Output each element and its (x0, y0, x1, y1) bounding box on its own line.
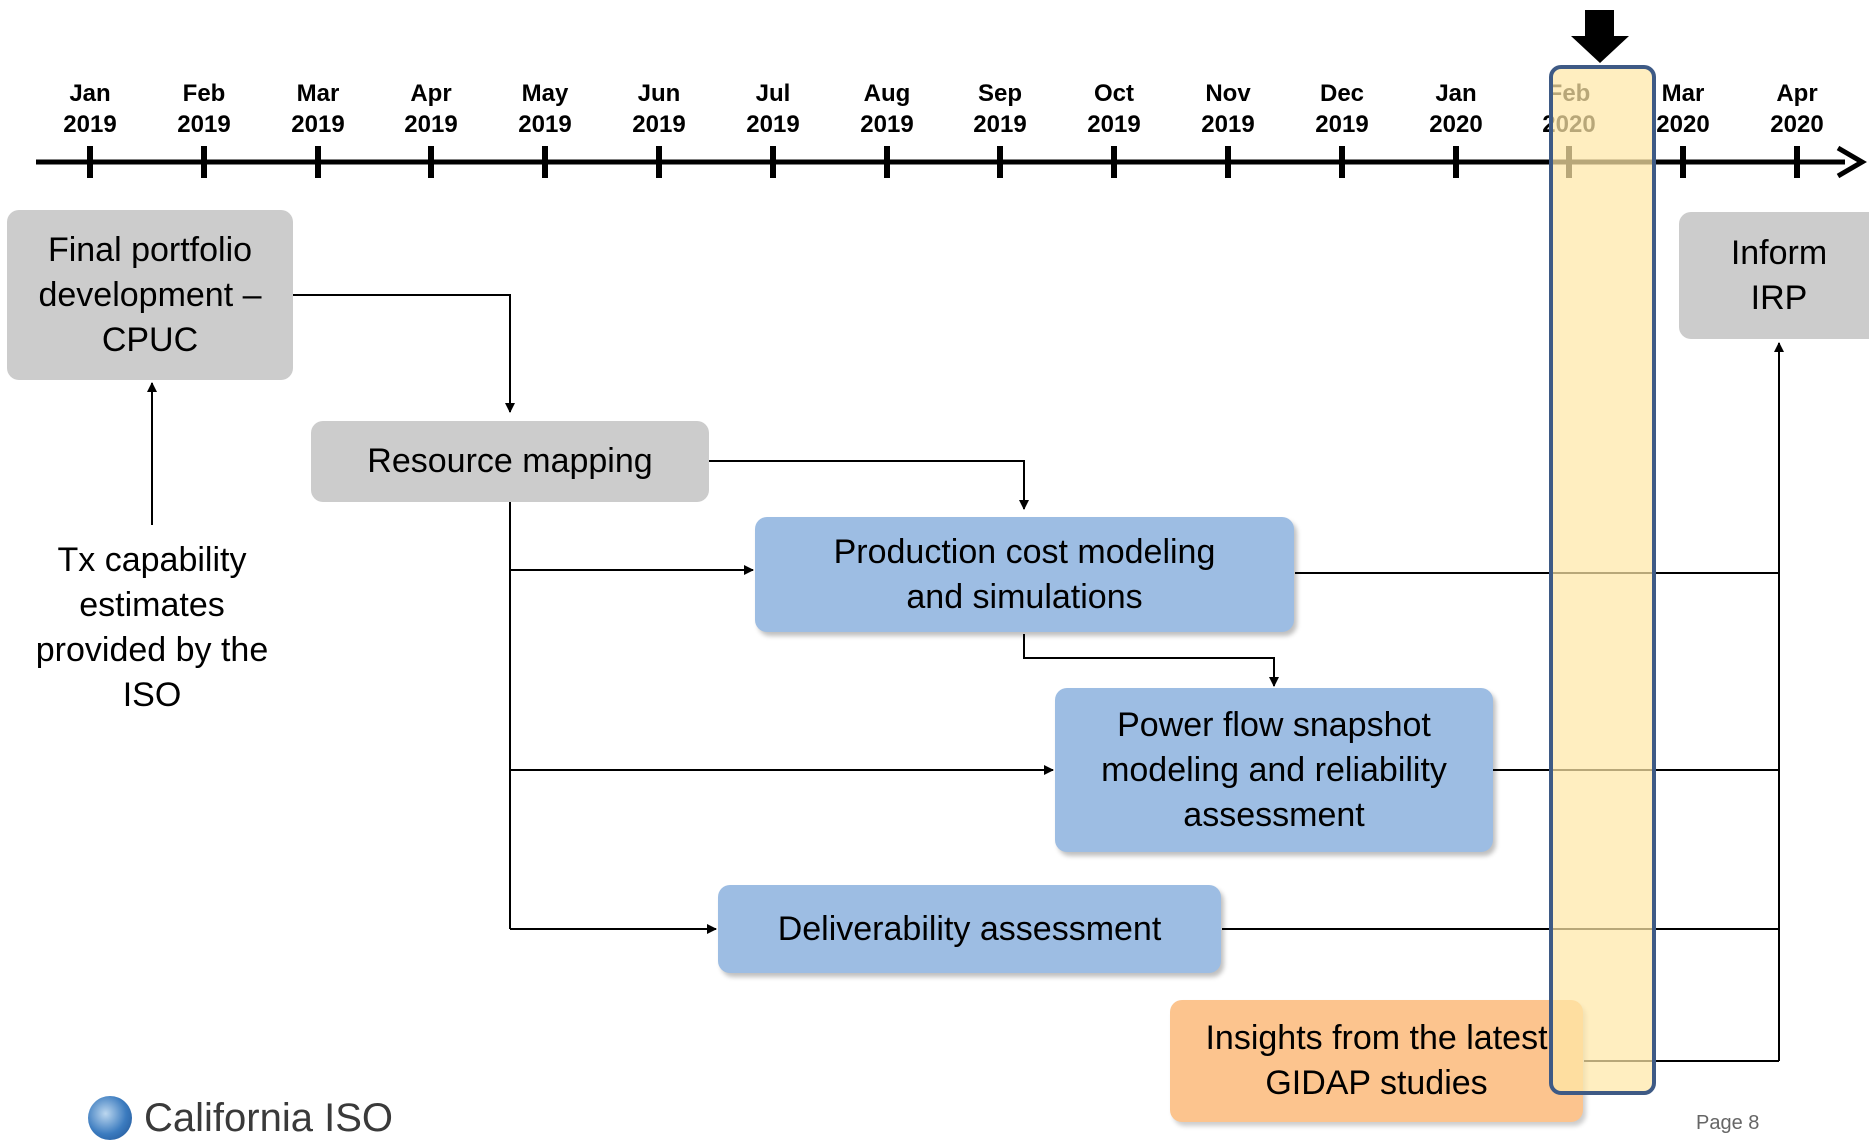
page-number: Page 8 (1696, 1112, 1760, 1134)
month-year: 2020 (1656, 111, 1710, 138)
connector-production-to-powerflow (1023, 634, 1279, 687)
month-name: Jan (1435, 80, 1477, 107)
inform-irp-label: Inform IRP (1730, 233, 1828, 317)
month-year: 2020 (1770, 111, 1824, 138)
month-name: Jan (69, 80, 111, 107)
month-year: 2019 (1087, 111, 1141, 138)
month-name: Jun (637, 80, 681, 107)
current-month-highlight (1549, 65, 1656, 1095)
logo-text: California ISO (144, 1096, 393, 1140)
final-portfolio-box: Final portfolio development – CPUC (7, 210, 293, 380)
production-cost-label: Production cost modeling and simulations (833, 532, 1216, 616)
month-name: Aug (863, 80, 911, 107)
month-label: Apr 2020 (1752, 78, 1842, 140)
connector-mapping-to-production (709, 460, 1029, 510)
power-flow-box: Power flow snapshot modeling and reliabi… (1055, 688, 1493, 852)
final-portfolio-label: Final portfolio development – CPUC (38, 230, 262, 359)
month-name: Apr (410, 80, 452, 107)
month-label: Dec 2019 (1297, 78, 1387, 140)
month-label: Jul 2019 (728, 78, 818, 140)
month-year: 2020 (1429, 111, 1483, 138)
timeline-arrowhead (1836, 145, 1867, 179)
month-year: 2019 (1315, 111, 1369, 138)
month-label: Sep 2019 (955, 78, 1045, 140)
month-label: Jun 2019 (614, 78, 704, 140)
month-label: Aug 2019 (842, 78, 932, 140)
month-year: 2019 (63, 111, 117, 138)
month-name: Dec (1319, 80, 1365, 107)
connector-portfolio-to-mapping (292, 294, 515, 413)
month-name: May (521, 80, 569, 107)
california-iso-logo: California ISO (88, 1096, 393, 1140)
resource-mapping-box: Resource mapping (311, 421, 709, 502)
month-year: 2019 (177, 111, 231, 138)
month-label: Jan 2020 (1411, 78, 1501, 140)
month-name: Jul (755, 80, 791, 107)
month-year: 2019 (1201, 111, 1255, 138)
month-label: Feb 2019 (159, 78, 249, 140)
inform-irp-box: Inform IRP (1679, 212, 1869, 339)
insights-label: Insights from the latest GIDAP studies (1205, 1019, 1548, 1102)
month-year: 2019 (632, 111, 686, 138)
production-cost-box: Production cost modeling and simulations (755, 517, 1294, 632)
deliverability-label: Deliverability assessment (777, 909, 1162, 948)
month-year: 2019 (404, 111, 458, 138)
month-name: Mar (296, 80, 340, 107)
insights-box: Insights from the latest GIDAP studies (1170, 1000, 1583, 1122)
month-name: Apr (1776, 80, 1818, 107)
month-label: Oct 2019 (1069, 78, 1159, 140)
month-label: Nov 2019 (1183, 78, 1273, 140)
month-label: Mar 2019 (273, 78, 363, 140)
month-label: May 2019 (500, 78, 590, 140)
current-month-arrow-icon (1571, 10, 1629, 63)
california-iso-logo-icon (88, 1096, 132, 1140)
month-name: Nov (1205, 80, 1251, 107)
month-name: Mar (1661, 80, 1705, 107)
month-name: Oct (1093, 80, 1134, 107)
deliverability-box: Deliverability assessment (718, 885, 1221, 973)
month-year: 2019 (973, 111, 1027, 138)
tx-capability-note: Tx capability estimates provided by the … (35, 541, 269, 714)
month-label: Jan 2019 (45, 78, 135, 140)
resource-mapping-label: Resource mapping (367, 442, 653, 480)
month-year: 2019 (860, 111, 914, 138)
power-flow-label: Power flow snapshot modeling and reliabi… (1101, 705, 1447, 834)
month-label: Apr 2019 (386, 78, 476, 140)
month-year: 2019 (518, 111, 572, 138)
month-name: Sep (977, 80, 1022, 107)
month-year: 2019 (746, 111, 800, 138)
month-label: Mar 2020 (1638, 78, 1728, 140)
month-year: 2019 (291, 111, 345, 138)
month-name: Feb (182, 80, 226, 107)
